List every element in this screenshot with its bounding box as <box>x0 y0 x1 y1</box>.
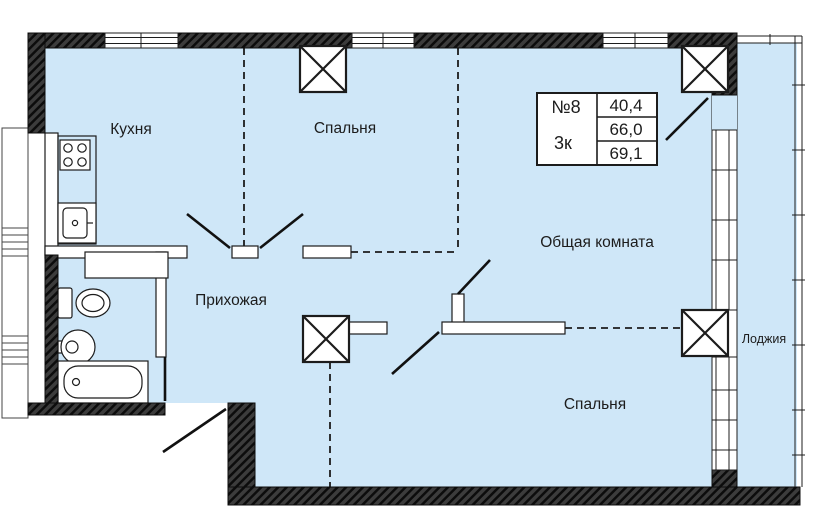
toilet <box>57 287 111 319</box>
closet <box>84 251 169 279</box>
right-wall <box>711 32 738 488</box>
stove <box>59 139 91 171</box>
vent-shafts <box>298 44 730 364</box>
info-box: №8 3к 40,4 66,0 69,1 <box>536 92 658 166</box>
vent-shaft-mid-right <box>680 308 730 358</box>
area-total: 69,1 <box>609 144 642 163</box>
door-bedroom-bottom <box>391 331 440 375</box>
door-swings <box>162 97 709 454</box>
kitchen-unit <box>57 135 97 245</box>
window-living-room <box>602 32 669 49</box>
area-apartment: 66,0 <box>609 120 642 139</box>
kitchen-left-wall <box>44 132 59 256</box>
loggia-floor <box>737 43 797 487</box>
load-bearing-walls <box>27 32 801 506</box>
room-label-living-room: Общая комната <box>540 234 654 251</box>
rooms-count: 3к <box>554 133 572 153</box>
bathtub <box>57 360 149 404</box>
room-label-loggia: Лоджия <box>742 332 786 346</box>
door-entrance <box>162 407 227 454</box>
loggia-window <box>712 129 737 471</box>
door-kitchen <box>186 212 231 250</box>
room-label-bedroom-bottom: Спальня <box>564 396 626 413</box>
window-bedroom-top <box>351 32 415 49</box>
vent-shaft-mid <box>301 314 351 364</box>
door-loggia <box>665 97 709 141</box>
kitchen-sink <box>57 202 97 244</box>
apartment-number: №8 <box>551 97 580 117</box>
window-kitchen <box>104 32 179 49</box>
door-living-room <box>457 259 491 295</box>
area-living: 40,4 <box>609 96 642 115</box>
windows <box>104 32 669 49</box>
room-label-kitchen: Кухня <box>110 121 151 138</box>
door-bedroom-top <box>259 212 304 250</box>
room-labels: Кухня Спальня Общая комната Прихожая Спа… <box>110 120 786 413</box>
room-label-hallway: Прихожая <box>195 292 267 309</box>
loggia-glazing <box>737 34 805 487</box>
stairs <box>1 127 29 419</box>
dashed-partitions <box>243 48 682 487</box>
vent-shaft-top-mid <box>298 44 348 94</box>
vent-shaft-top-right <box>680 44 730 94</box>
room-label-bedroom-top: Спальня <box>314 120 376 137</box>
